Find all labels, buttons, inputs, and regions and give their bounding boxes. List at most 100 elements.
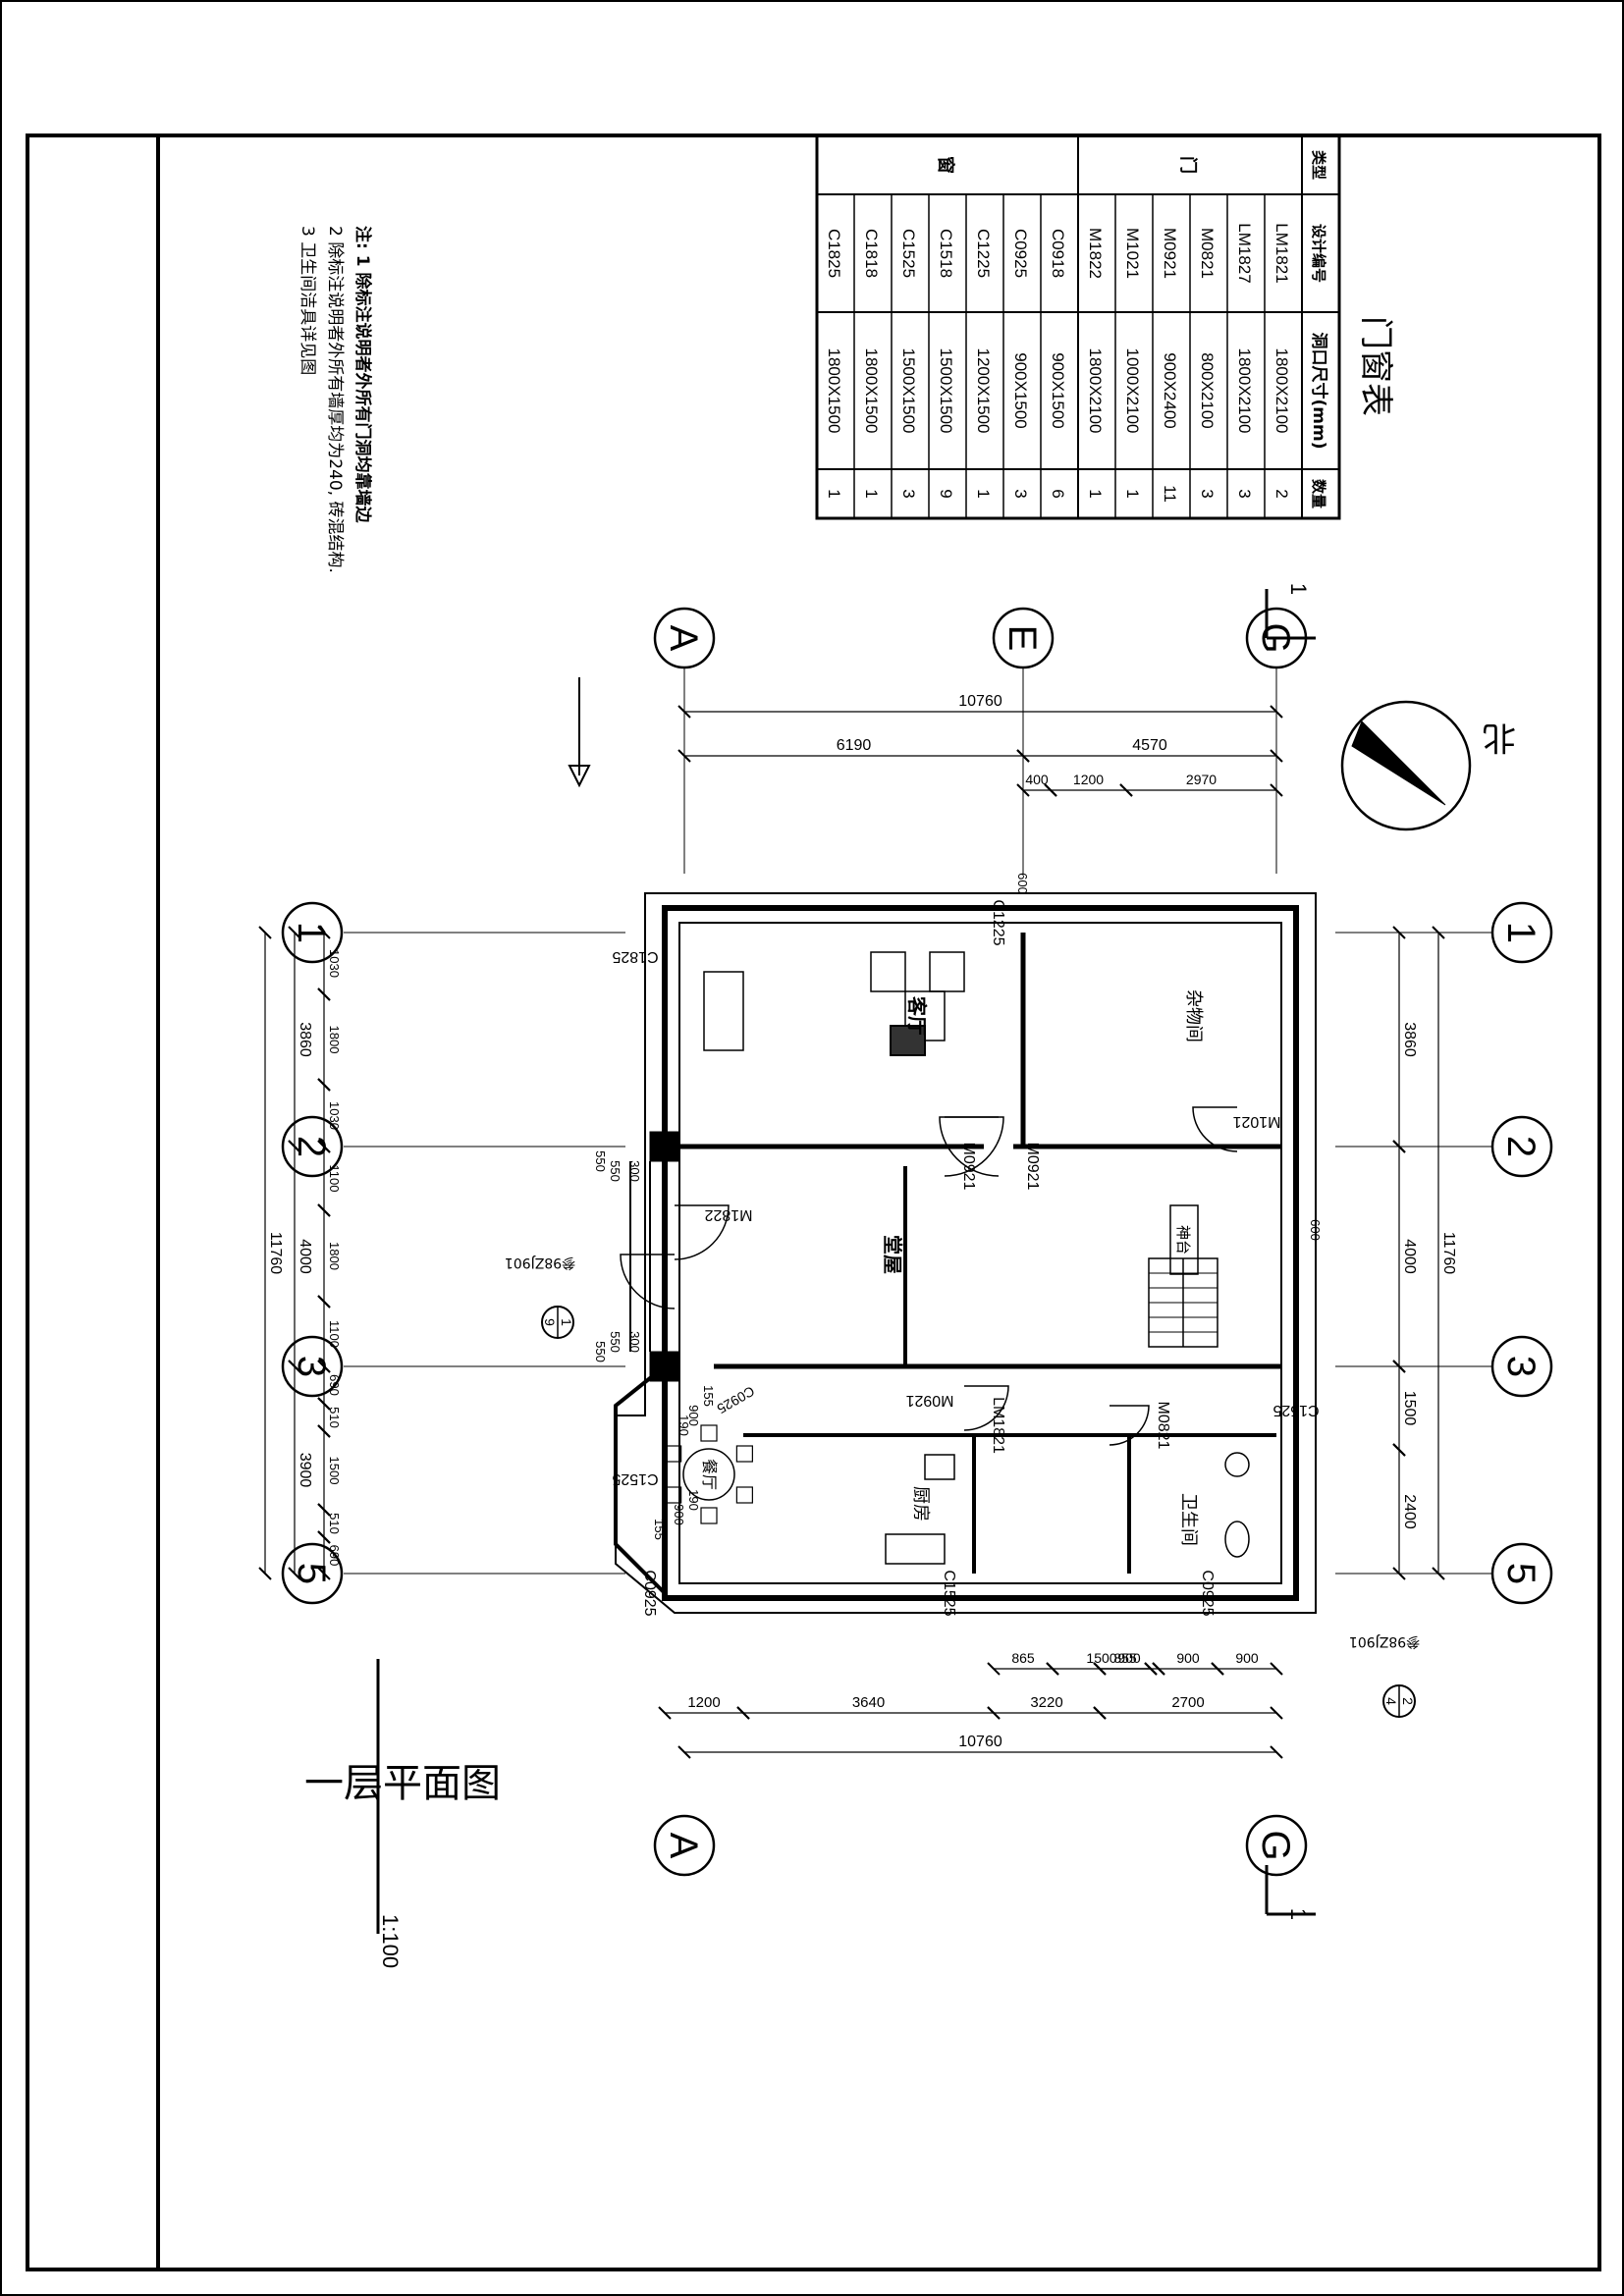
table-type-cell: 门 <box>1177 156 1199 174</box>
dim-left-2-3-tick <box>317 1140 331 1153</box>
table-code-cell: C1818 <box>862 229 881 278</box>
dim-left-total-tick <box>258 1567 272 1580</box>
dim-top-3c: 2970 <box>1186 772 1217 787</box>
dim-left-2-10: 690 <box>327 1545 342 1567</box>
dim-misc-11: 190 <box>686 1489 701 1511</box>
label-m0921-living: M0921 <box>960 1143 977 1191</box>
dim-bottom-2-3: 900 <box>1117 1650 1141 1666</box>
label-c1525-east: C1525 <box>1272 1402 1319 1418</box>
room-label-living: 客厅 <box>905 995 929 1036</box>
axis-bubble-3-right-label: 3 <box>1499 1356 1543 1377</box>
dim-misc-4: 300 <box>627 1331 642 1353</box>
tv-cabinet <box>890 1025 926 1056</box>
dim-left-2-4-tick <box>317 1203 331 1217</box>
dim-misc-7: 600 <box>1308 1219 1323 1241</box>
dim-right-1-2: 1500 <box>1401 1391 1418 1426</box>
drawing-scale: 1:100 <box>378 1914 403 1968</box>
table-code-cell: M0921 <box>1161 228 1179 279</box>
table-size-cell: 1800X2100 <box>1272 348 1291 434</box>
axis-bubble-1-left <box>281 901 344 964</box>
dim-left-2-2: 1030 <box>327 1101 342 1130</box>
table-code-cell: M1021 <box>1123 228 1142 279</box>
dim-bottom-2-2: 855 <box>1113 1650 1137 1666</box>
dim-top-2-tick <box>1016 749 1030 763</box>
room-label-altar: 神台 <box>1174 1225 1192 1255</box>
dim-left-2-10-tick <box>317 1530 331 1544</box>
table-qty-cell: 3 <box>899 489 918 498</box>
table-code-cell: C1825 <box>825 229 843 278</box>
dim-top-3c-tick <box>1119 783 1133 797</box>
dim-top-2: 4570 <box>1132 737 1167 754</box>
dim-right-1-2-tick <box>1392 1360 1406 1373</box>
altar-table <box>1169 1204 1199 1275</box>
dining-chair <box>700 1507 718 1524</box>
table-size-cell: 900X1500 <box>1049 352 1067 429</box>
dim-left-1-2: 3900 <box>297 1453 313 1488</box>
axis-bubble-2-left-label: 2 <box>290 1136 333 1157</box>
room-label-kitchen: 厨房 <box>910 1486 931 1522</box>
note-line-1: 注: 1 除标注说明者外所有门洞均靠墙边 <box>352 226 373 523</box>
exterior-wall <box>662 905 1299 1601</box>
table-code-cell: M0821 <box>1198 228 1217 279</box>
dim-bottom-total: 10760 <box>958 1734 1002 1750</box>
dim-top-total: 10760 <box>958 693 1002 710</box>
dim-misc-3: 550 <box>593 1341 608 1362</box>
dim-misc-8: 155 <box>701 1385 716 1407</box>
section-mark-top-label: 1 <box>1286 583 1311 595</box>
label-m0821: M0821 <box>1155 1402 1171 1450</box>
table-size-cell: 1500X1500 <box>899 348 918 434</box>
table-qty-cell: 6 <box>1049 489 1067 498</box>
north-arrow-circle <box>1340 700 1472 831</box>
dim-bottom-2-3-tick <box>1093 1662 1107 1676</box>
dim-left-2-9-tick <box>317 1503 331 1517</box>
dim-left-2-5-tick <box>317 1295 331 1308</box>
label-c0925-dining-2: C0925 <box>641 1570 658 1616</box>
axis-bubble-3-left-label: 3 <box>290 1356 333 1377</box>
dim-left-1-2-tick <box>288 1360 301 1373</box>
axis-bubble-1-right-label: 1 <box>1499 922 1543 943</box>
dining-chair <box>700 1424 718 1442</box>
kitchen-stove <box>924 1454 955 1480</box>
table-size-cell: 1200X1500 <box>974 348 993 434</box>
dim-bottom-1-0-tick <box>658 1706 672 1720</box>
dim-top-total-tick <box>677 705 691 719</box>
dim-left-2-3: 1100 <box>327 1165 342 1193</box>
table-size-cell: 1500X1500 <box>937 348 955 434</box>
table-header-1: 设计编号 <box>1310 224 1327 283</box>
axis-bubble-5-right-label: 5 <box>1499 1563 1543 1584</box>
axis-bubble-A-bottom-label: A <box>662 1833 705 1859</box>
dim-left-2-5: 1100 <box>327 1320 342 1348</box>
detail-bubble-2-bottom: 4 <box>1383 1697 1399 1705</box>
label-c0925-dining-1: C0925 <box>714 1383 757 1417</box>
table-qty-cell: 3 <box>1235 489 1254 498</box>
label-c0925-bath: C0925 <box>1199 1570 1216 1616</box>
rotated-plan: 类型设计编号洞口尺寸(mm)数量LM18211800X21002LM182718… <box>258 133 1553 1968</box>
table-code-cell: C1525 <box>899 229 918 278</box>
dim-left-1-0-tick <box>288 926 301 939</box>
dim-bottom-1-1-tick <box>736 1706 750 1720</box>
label-c1525-kitchen: C1525 <box>941 1570 957 1616</box>
table-size-cell: 900X1500 <box>1011 352 1030 429</box>
dim-bottom-total-tick <box>677 1745 691 1759</box>
north-label: 北 <box>1483 718 1516 757</box>
table-qty-cell: 2 <box>1272 489 1291 498</box>
label-c1225: C1225 <box>990 899 1006 945</box>
room-label-bath: 卫生间 <box>1178 1493 1199 1546</box>
label-m1021: M1021 <box>1232 1113 1280 1130</box>
table-code-cell: LM1827 <box>1235 223 1254 283</box>
dim-bottom-1-0: 1200 <box>687 1694 720 1711</box>
table-size-cell: 900X2400 <box>1161 352 1179 429</box>
table-qty-cell: 1 <box>825 489 843 498</box>
axis-bubble-A-bottom <box>653 1814 716 1877</box>
dim-right-1-3-tick <box>1392 1567 1406 1580</box>
dim-top-2-tick <box>1270 749 1283 763</box>
note-line-2: 2 除标注说明者外所有墙厚均为240, 砖混结构. <box>325 226 345 573</box>
dim-bottom-2-4-tick <box>1152 1662 1165 1676</box>
table-qty-cell: 1 <box>1123 489 1142 498</box>
washbasin <box>1224 1452 1250 1477</box>
dim-left-2-9: 510 <box>327 1513 342 1534</box>
dim-misc-10: 190 <box>677 1415 691 1436</box>
dim-bottom-2-1-tick <box>1046 1662 1059 1676</box>
dim-misc-12: 900 <box>672 1504 686 1525</box>
